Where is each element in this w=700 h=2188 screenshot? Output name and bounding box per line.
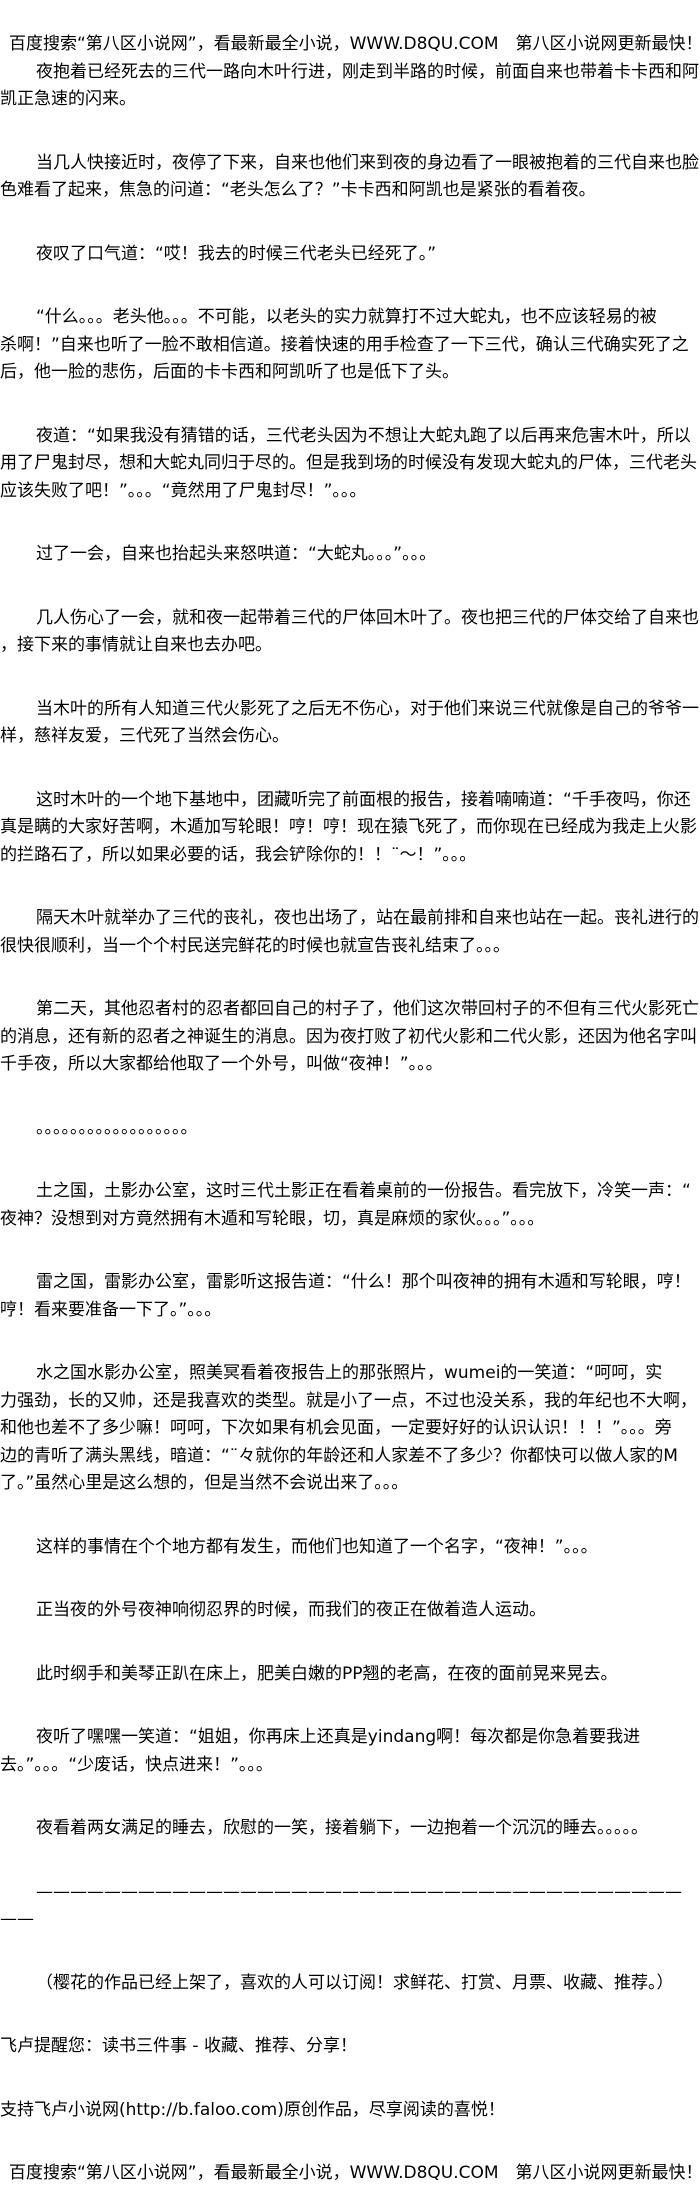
- paragraph-line: 凯正急速的闪来。: [0, 89, 136, 109]
- paragraph: 夜道：“如果我没有猜错的话，三代老头因为不想让大蛇丸跑了以后再来危害木叶，所以用…: [0, 423, 700, 506]
- paragraph: 几人伤心了一会，就和夜一起带着三代的尸体回木叶了。夜也把三代的尸体交给了自来也 ，…: [0, 605, 700, 660]
- paragraph-line: 后，他一脸的悲伤，后面的卡卡西和阿凯听了也是低下了头。: [0, 362, 459, 382]
- paragraph-line: 真是瞒的大家好苦啊，木遁加写轮眼！哼！哼！现在猿飞死了，而你现在已经成为我走上火…: [0, 817, 697, 837]
- faloo-support: 支持飞卢小说网(http://b.faloo.com)原创作品，尽享阅读的喜悦！: [0, 2099, 505, 2120]
- paragraph-line: 土之国，土影办公室，这时三代土影正在看着桌前的一份报告。看完放下，冷笑一声：“: [36, 1181, 691, 1201]
- paragraph: ————————————————————————————————————————: [0, 1879, 700, 1934]
- paragraph-line: 用了尸鬼封尽，想和大蛇丸同归于尽的。但是我到场的时候没有发现大蛇丸的尸体，三代老…: [0, 453, 697, 473]
- paragraph-line: 夜神？没想到对方竟然拥有木遁和写轮眼，切，真是麻烦的家伙。。。”。。。: [0, 1208, 545, 1229]
- paragraph-line: 夜听了嘿嘿一笑道：“姐姐，你再床上还真是yindang啊！每次都是你急着要我进: [36, 1727, 641, 1747]
- paragraph: 当木叶的所有人知道三代火影死了之后无不伤心，对于他们来说三代就像是自己的爷爷一样…: [0, 696, 700, 751]
- paragraph-line: 几人伤心了一会，就和夜一起带着三代的尸体回木叶了。夜也把三代的尸体交给了自来也: [36, 607, 699, 628]
- faloo-notice: 飞卢提醒您：读书三件事 - 收藏、推荐、分享！: [0, 2036, 357, 2056]
- paragraph: 当几人快接近时，夜停了下来，自来也他们来到夜的身边看了一眼被抱着的三代自来也脸色…: [0, 150, 700, 205]
- paragraph-line: 。。。。。。。。。。。。。。。。。。: [36, 1117, 198, 1138]
- paragraph-line: 夜道：“如果我没有猜错的话，三代老头因为不想让大蛇丸跑了以后再来危害木叶，所以: [36, 425, 691, 446]
- paragraph: 夜听了嘿嘿一笑道：“姐姐，你再床上还真是yindang啊！每次都是你急着要我进去…: [0, 1724, 700, 1779]
- paragraph-line: 这样的事情在个个地方都有发生，而他们也知道了一个名字，“夜神！”。。。: [36, 1536, 598, 1557]
- paragraph-line: （樱花的作品已经上架了，喜欢的人可以订阅！求鲜花、打赏、月票、收藏、推荐。）: [36, 1972, 674, 1993]
- paragraph-line: ——: [0, 1909, 34, 1929]
- paragraph-line: “什么。。。老头他。。。不可能，以老头的实力就算打不过大蛇丸，也不应该轻易的被: [36, 307, 657, 327]
- paragraph-line: 夜叹了口气道：“哎！我去的时候三代老头已经死了。”: [36, 243, 437, 264]
- paragraph-line: ，接下来的事情就让自来也去办吧。: [0, 635, 272, 655]
- paragraph: 隔天木叶就举办了三代的丧礼，夜也出场了，站在最前排和自来也站在一起。丧礼进行的很…: [0, 905, 700, 960]
- paragraph-line: 当木叶的所有人知道三代火影死了之后无不伤心，对于他们来说三代就像是自己的爷爷一: [36, 698, 699, 719]
- paragraph-line: 色难看了起来，焦急的问道：“老头怎么了？”卡卡西和阿凯也是紧张的看着夜。: [0, 180, 596, 200]
- paragraph: 夜叹了口气道：“哎！我去的时候三代老头已经死了。”: [0, 241, 700, 269]
- paragraph-line: 很快很顺利，当一个个村民送完鲜花的时候也就宣告丧礼结束了。。。: [0, 935, 510, 956]
- paragraph-line: 雷之国，雷影办公室，雷影听这报告道：“什么！那个叫夜神的拥有木遁和写轮眼，哼！: [36, 1272, 691, 1292]
- paragraph-line: 正当夜的外号夜神响彻忍界的时候，而我们的夜正在做着造人运动。: [36, 1600, 546, 1620]
- paragraph-line: 隔天木叶就举办了三代的丧礼，夜也出场了，站在最前排和自来也站在一起。丧礼进行的: [36, 908, 699, 928]
- paragraph-line: 夜抱着已经死去的三代一路向木叶行进，刚走到半路的时候，前面自来也带着卡卡西和阿: [36, 61, 699, 82]
- paragraph-line: 杀啊！”自来也听了一脸不敢相信道。接着快速的用手检查了一下三代，确认三代确实死了…: [0, 334, 689, 355]
- paragraph: （樱花的作品已经上架了，喜欢的人可以订阅！求鲜花、打赏、月票、收藏、推荐。）: [0, 1970, 700, 1998]
- site-banner-top: 百度搜索“第八区小说网”，看最新最全小说，WWW.D8QU.COM 第八区小说网…: [9, 34, 700, 54]
- paragraph-line: 了。”虽然心里是这么想的，但是当然不会说出来了。。。: [0, 1473, 409, 1493]
- paragraph: 这样的事情在个个地方都有发生，而他们也知道了一个名字，“夜神！”。。。: [0, 1534, 700, 1562]
- paragraph: 正当夜的外号夜神响彻忍界的时候，而我们的夜正在做着造人运动。: [0, 1597, 700, 1625]
- paragraph-line: 去。”。。。“少废话，快点进来！”。。。: [0, 1754, 273, 1775]
- faloo-support-block: 支持飞卢小说网(http://b.faloo.com)原创作品，尽享阅读的喜悦！: [0, 2097, 700, 2125]
- faloo-notice-block: 飞卢提醒您：读书三件事 - 收藏、推荐、分享！: [0, 2033, 700, 2061]
- paragraph-line: 此时纲手和美琴正趴在床上，肥美白嫩的PP翘的老高，在夜的面前晃来晃去。: [36, 1663, 618, 1684]
- paragraph-line: 和他也差不了多少嘛！呵呵，下次如果有机会见面，一定要好好的认识认识！！！”。。。…: [0, 1418, 672, 1438]
- site-banner-bottom: 百度搜索“第八区小说网”，看最新最全小说，WWW.D8QU.COM 第八区小说网…: [9, 2163, 700, 2183]
- paragraph-line: ——————————————————————————————————————: [36, 1881, 682, 1902]
- paragraph: 土之国，土影办公室，这时三代土影正在看着桌前的一份报告。看完放下，冷笑一声：“ 夜…: [0, 1178, 700, 1233]
- paragraph-line: 力强劲，长的又帅，还是我喜欢的类型。就是小了一点，不过也没关系，我的年纪也不大啊…: [0, 1390, 697, 1411]
- paragraph-line: 的拦路石了，所以如果必要的话，我会铲除你的！！¨～！”。。。: [0, 844, 477, 865]
- paragraph: 第二天，其他忍者村的忍者都回自己的村子了，他们这次带回村子的不但有三代火影死亡的…: [0, 996, 700, 1079]
- paragraph-line: 过了一会，自来也抬起头来怒哄道：“大蛇丸。。。”。。。: [36, 544, 437, 564]
- paragraph-line: 边的青听了满头黑线，暗道：“¨々就你的年龄还和人家差不了多少？你都快可以做人家的…: [0, 1445, 678, 1466]
- chapter-body: 夜抱着已经死去的三代一路向木叶行进，刚走到半路的时候，前面自来也带着卡卡西和阿凯…: [0, 59, 700, 1998]
- paragraph-line: 当几人快接近时，夜停了下来，自来也他们来到夜的身边看了一眼被抱着的三代自来也脸: [36, 152, 699, 173]
- paragraph-line: 千手夜，所以大家都给他取了一个外号，叫做“夜神！”。。。: [0, 1054, 443, 1074]
- paragraph: 过了一会，自来也抬起头来怒哄道：“大蛇丸。。。”。。。: [0, 541, 700, 569]
- paragraph: 夜抱着已经死去的三代一路向木叶行进，刚走到半路的时候，前面自来也带着卡卡西和阿凯…: [0, 59, 700, 114]
- paragraph: 夜看着两女满足的睡去，欣慰的一笑，接着躺下，一边抱着一个沉沉的睡去。。。。。: [0, 1815, 700, 1843]
- site-banner-bottom-block: 百度搜索“第八区小说网”，看最新最全小说，WWW.D8QU.COM 第八区小说网…: [0, 2160, 700, 2188]
- paragraph-line: 水之国水影办公室，照美冥看着夜报告上的那张照片，wumei的一笑道：“呵呵，实: [36, 1363, 663, 1383]
- paragraph-line: 第二天，其他忍者村的忍者都回自己的村子了，他们这次带回村子的不但有三代火影死亡: [36, 999, 699, 1019]
- paragraph-line: 的消息，还有新的忍者之神诞生的消息。因为夜打败了初代火影和二代火影，还因为他名字…: [0, 1026, 697, 1047]
- paragraph: “什么。。。老头他。。。不可能，以老头的实力就算打不过大蛇丸，也不应该轻易的被杀…: [0, 304, 700, 387]
- paragraph-line: 这时木叶的一个地下基地中，团藏听完了前面根的报告，接着喃喃道：“千手夜吗，你还: [36, 789, 691, 810]
- paragraph: 水之国水影办公室，照美冥看着夜报告上的那张照片，wumei的一笑道：“呵呵，实力…: [0, 1360, 700, 1498]
- paragraph-line: 哼！看来要准备一下了。”。。。: [0, 1299, 222, 1320]
- paragraph: 此时纲手和美琴正趴在床上，肥美白嫩的PP翘的老高，在夜的面前晃来晃去。: [0, 1661, 700, 1689]
- paragraph: 。。。。。。。。。。。。。。。。。。: [0, 1115, 700, 1143]
- paragraph-line: 应该失败了吧！”。。。“竟然用了尸鬼封尽！”。。。: [0, 480, 367, 501]
- paragraph: 雷之国，雷影办公室，雷影听这报告道：“什么！那个叫夜神的拥有木遁和写轮眼，哼！ 哼…: [0, 1269, 700, 1324]
- paragraph: 这时木叶的一个地下基地中，团藏听完了前面根的报告，接着喃喃道：“千手夜吗，你还真…: [0, 787, 700, 870]
- paragraph-line: 样，慈祥友爱，三代死了当然会伤心。: [0, 726, 289, 746]
- paragraph-line: 夜看着两女满足的睡去，欣慰的一笑，接着躺下，一边抱着一个沉沉的睡去。。。。。: [36, 1818, 648, 1838]
